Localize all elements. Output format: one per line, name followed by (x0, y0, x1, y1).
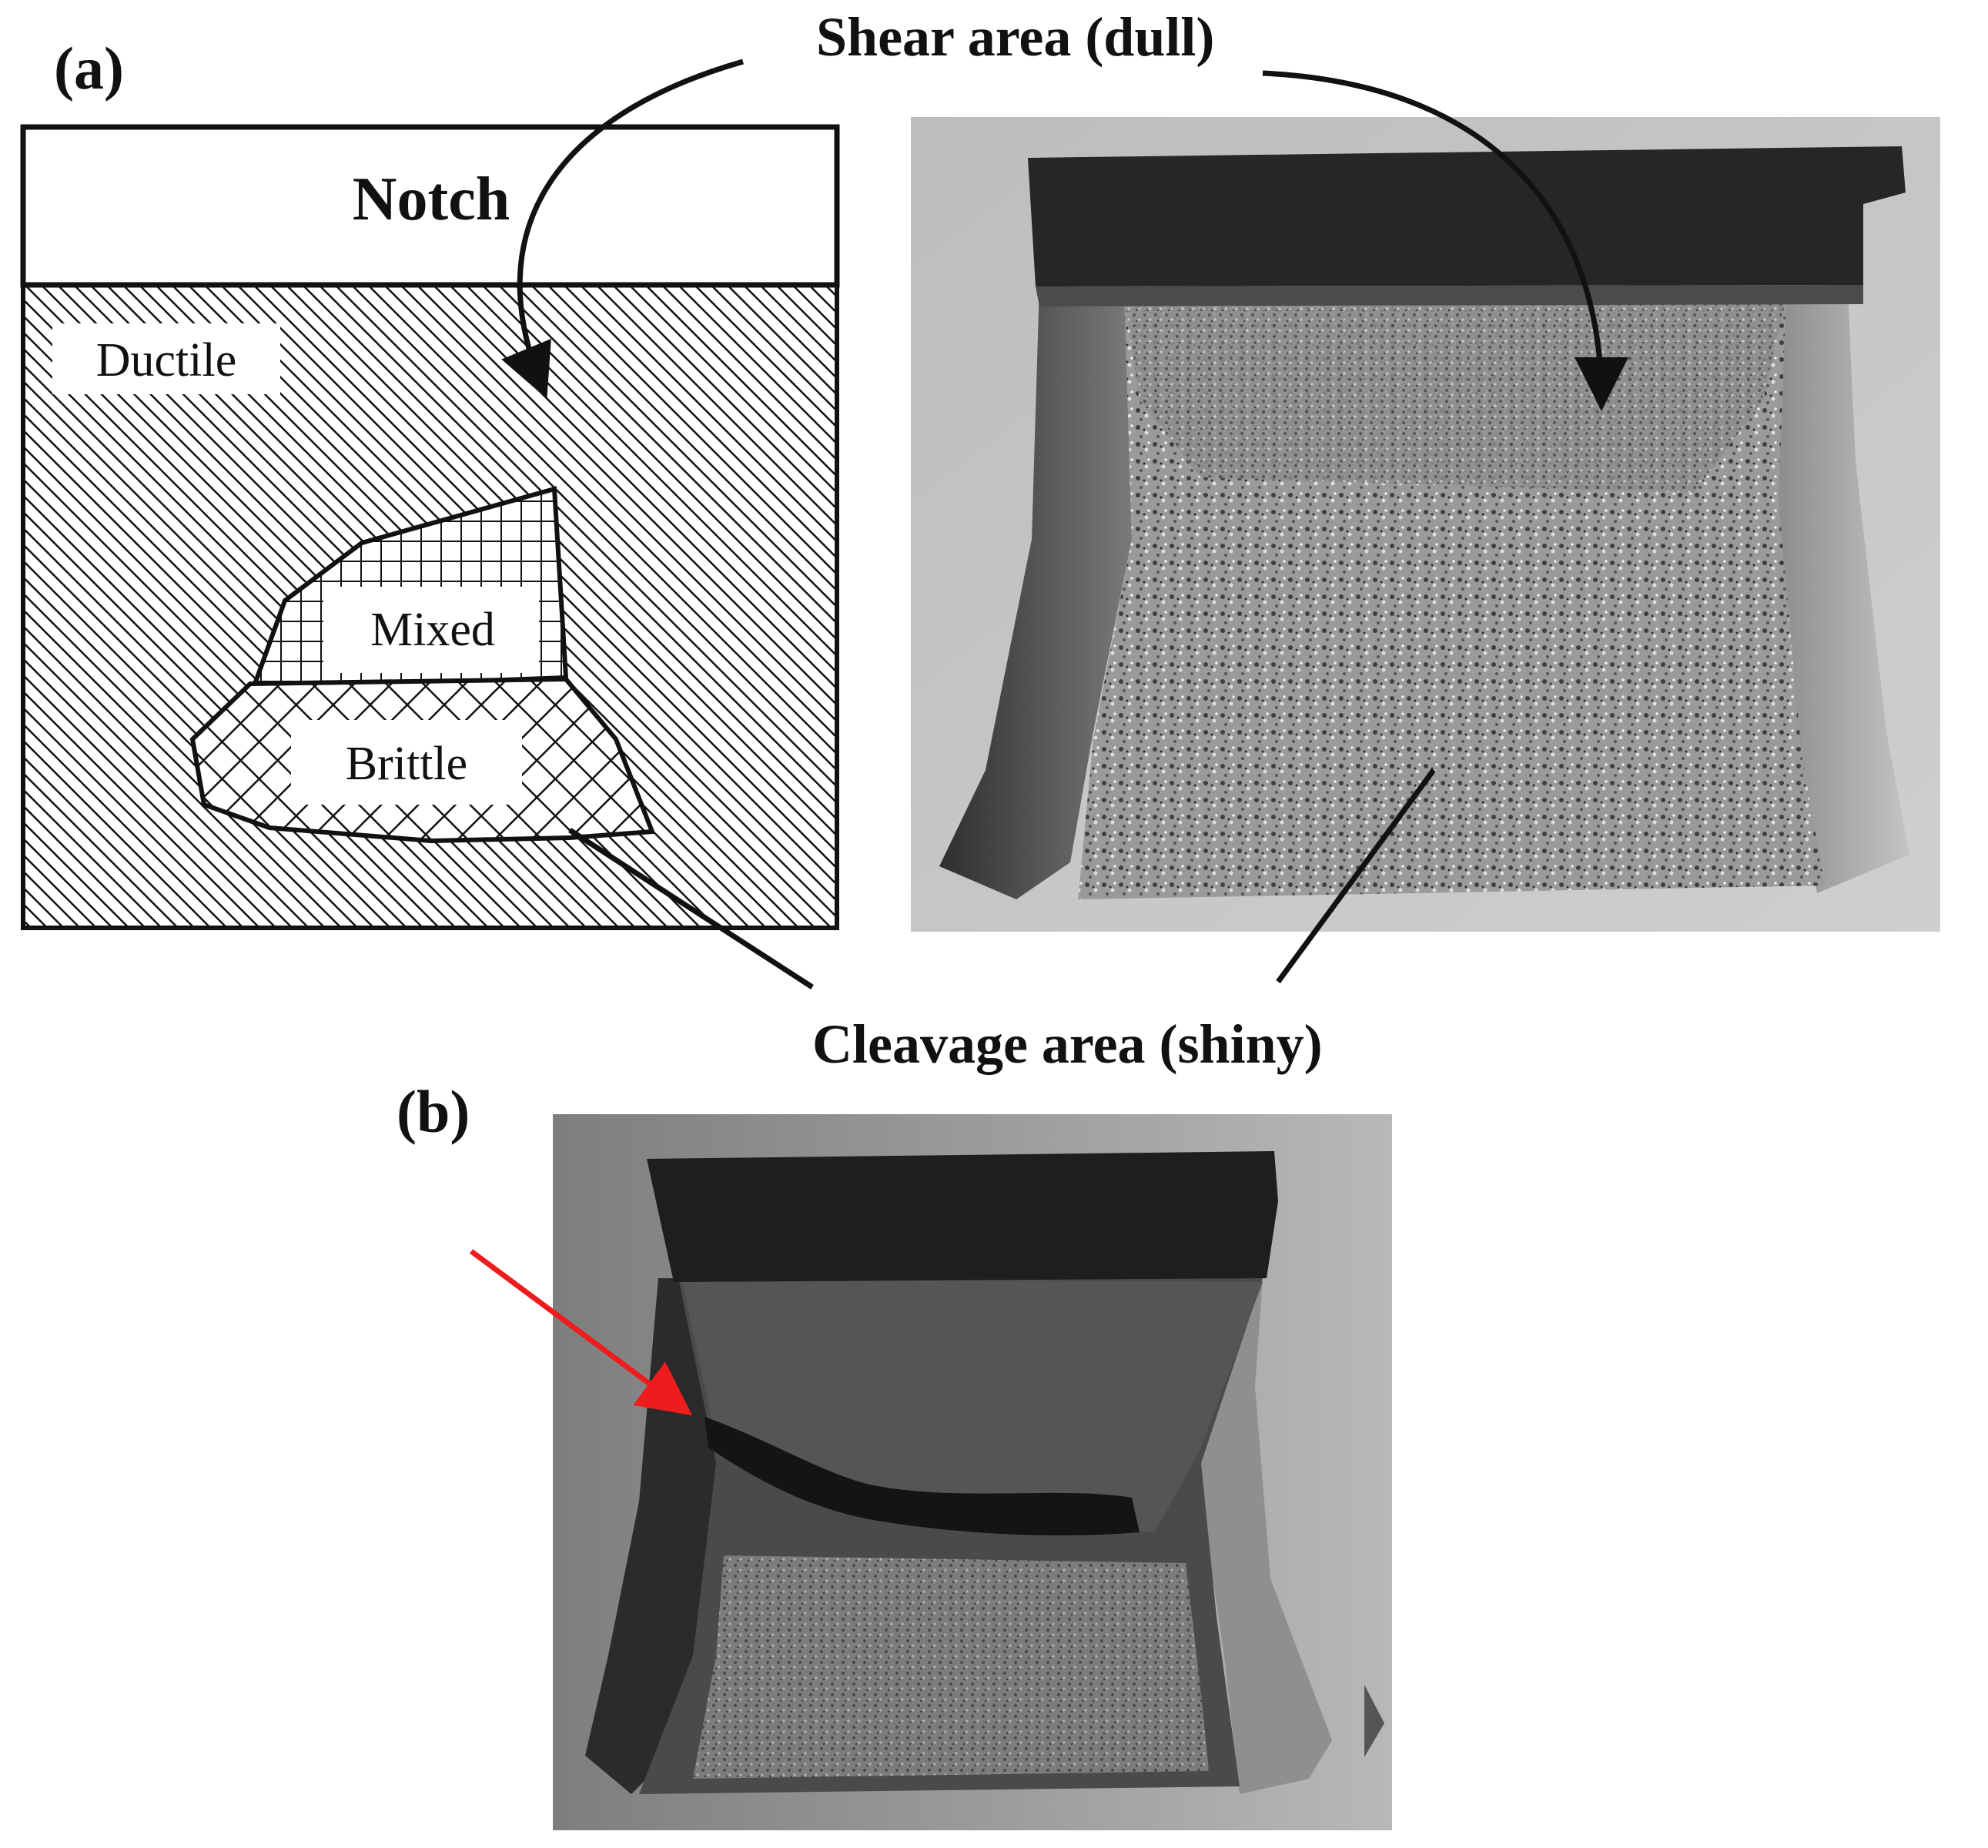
ductile-label-box (52, 323, 280, 394)
photo-a-cleavage-zone (1132, 477, 1740, 816)
photo-a-shear-band (1124, 293, 1786, 493)
shear-area-label: Shear area (dull) (816, 6, 1214, 68)
photo-a-left-lip (939, 285, 1132, 899)
shear-arrow-right (1262, 70, 1628, 411)
photo-b-lower-zone (693, 1555, 1209, 1779)
photo-b-crack (705, 1417, 1140, 1536)
shear-arrow-left (501, 59, 744, 399)
photo-a-notch-edge (1036, 285, 1863, 306)
brittle-label: Brittle (346, 738, 467, 790)
photo-b-upper-zone (681, 1278, 1263, 1532)
photo-b-right-lip (1193, 1278, 1332, 1794)
photo-a-right-lip (1771, 285, 1909, 893)
schematic-diagram: Notch Ductile Mixed Brittle (20, 124, 840, 930)
photo-b-notch-band (647, 1151, 1278, 1282)
mixed-label-box (323, 587, 539, 673)
cleavage-pointer-left (568, 828, 814, 989)
specimen-photo-b (553, 1114, 1392, 1830)
notch-label: Notch (353, 166, 510, 233)
specimen-photo-a (911, 117, 1940, 932)
panel-a: (a) Notch Ductile Mixed Brittle (20, 6, 1940, 1075)
notch-box (20, 124, 840, 288)
photo-b-edge-tab (1364, 1685, 1384, 1757)
panel-b: (b) (397, 1078, 1392, 1830)
photo-a-notch-band (1028, 146, 1906, 286)
panel-a-label: (a) (54, 35, 124, 102)
brittle-label-box (291, 720, 522, 805)
cleavage-area-label: Cleavage area (shiny) (812, 1013, 1323, 1075)
mixed-label: Mixed (370, 604, 495, 656)
panel-b-label: (b) (397, 1078, 470, 1145)
ductile-label: Ductile (96, 334, 237, 387)
red-arrow (469, 1249, 693, 1416)
cleavage-pointer-right (1276, 768, 1436, 984)
